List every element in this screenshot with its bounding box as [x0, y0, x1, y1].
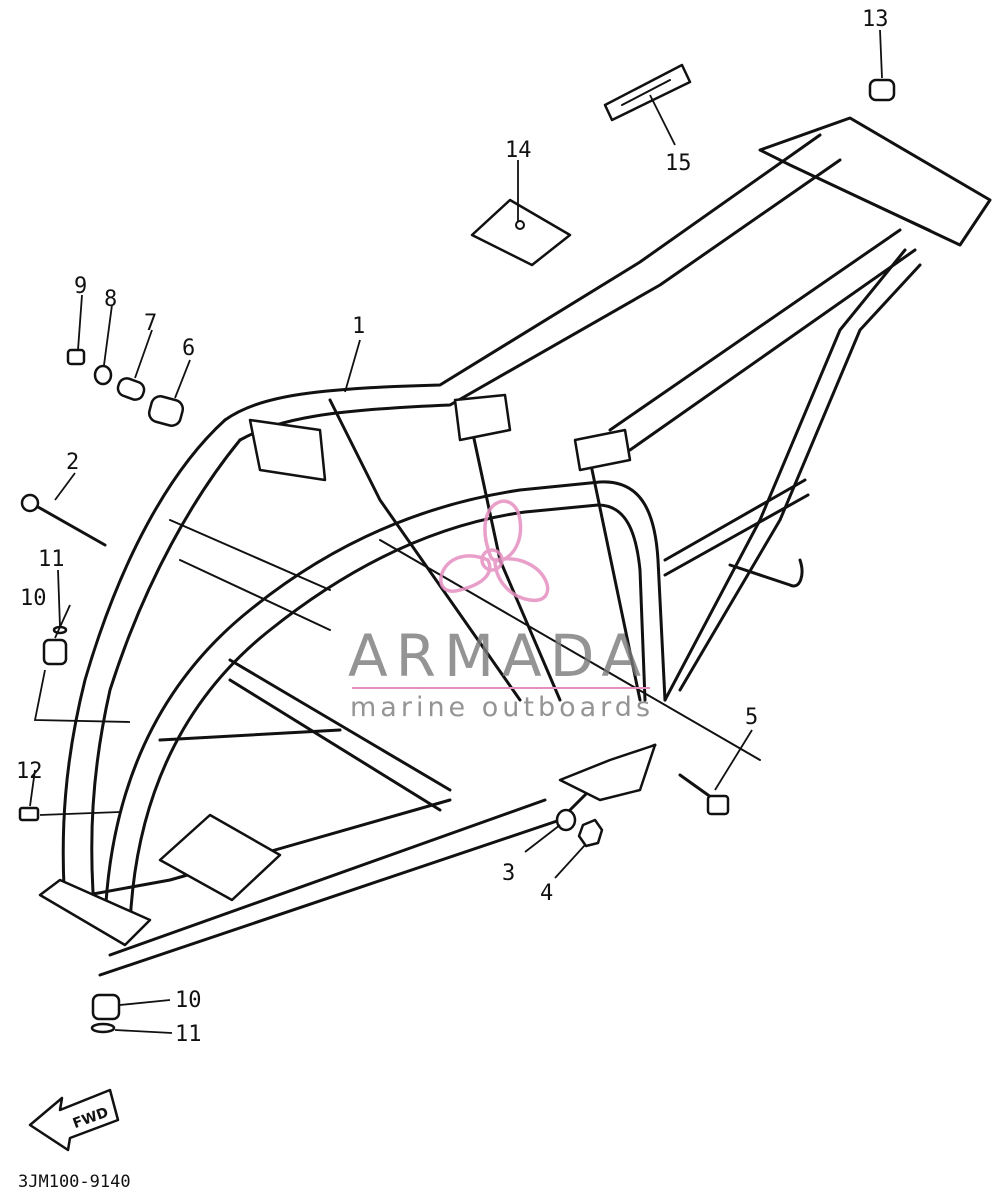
callout-15: 15 — [665, 151, 692, 176]
part-12-fitting — [18, 806, 40, 822]
callout-13: 13 — [862, 7, 889, 32]
callout-1: 1 — [352, 314, 365, 339]
watermark: ARMADA marine outboards — [348, 499, 654, 723]
part-9-bolt — [66, 348, 86, 366]
part-11-lower-clip — [90, 1022, 116, 1034]
part-10-lower-damper — [91, 993, 121, 1021]
callout-11-upper: 11 — [38, 547, 65, 572]
callout-11-lower: 11 — [175, 1022, 202, 1047]
fwd-arrow: FWD — [28, 1088, 120, 1152]
part-13-cap — [868, 78, 896, 102]
part-15-bracket — [603, 63, 692, 122]
part-10-upper-damper — [42, 638, 68, 666]
callout-2: 2 — [66, 450, 79, 475]
watermark-subtitle: marine outboards — [350, 692, 654, 723]
callout-10-upper: 10 — [20, 586, 47, 611]
part-6-bushing — [147, 395, 185, 427]
callout-5: 5 — [745, 705, 758, 730]
part-3-washer — [555, 808, 577, 832]
callout-14: 14 — [505, 138, 532, 163]
callout-labels: 1 2 3 4 5 6 7 8 9 10 11 12 10 11 13 14 1… — [16, 7, 889, 1047]
leader-lines — [29, 29, 883, 1034]
callout-3: 3 — [502, 861, 515, 886]
main-frame — [38, 116, 992, 977]
callout-6: 6 — [182, 336, 195, 361]
callout-7: 7 — [144, 311, 157, 336]
part-7-collar — [116, 377, 146, 401]
callout-12: 12 — [16, 759, 43, 784]
callout-9: 9 — [74, 274, 87, 299]
part-2-long-bolt — [20, 493, 107, 547]
part-14-pad — [470, 198, 572, 267]
part-8-washer — [93, 364, 113, 386]
diagram-code: 3JM100-9140 — [18, 1172, 131, 1192]
callout-8: 8 — [104, 287, 117, 312]
part-4-nut — [577, 818, 604, 848]
callout-10-lower: 10 — [175, 988, 202, 1013]
watermark-title: ARMADA — [348, 622, 649, 690]
callout-4: 4 — [540, 881, 553, 906]
watermark-logo — [439, 499, 550, 602]
part-5-bolt — [678, 773, 730, 816]
